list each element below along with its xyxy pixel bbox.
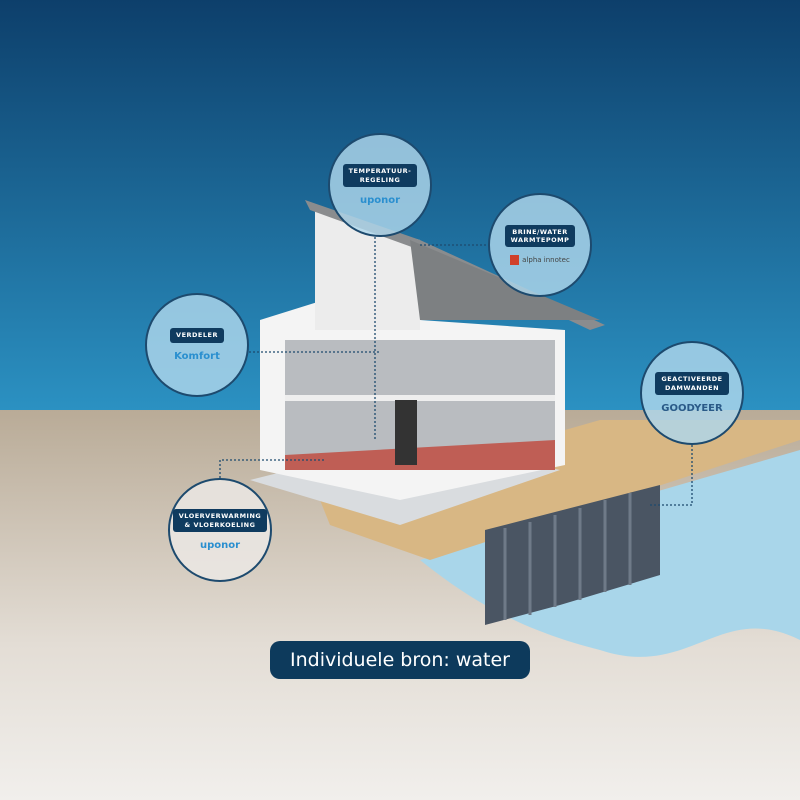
callout-temperatuurregeling[interactable]: TEMPERATUUR- REGELING uponor <box>328 133 432 237</box>
callout-label: GEACTIVEERDE DAMWANDEN <box>655 372 729 395</box>
house <box>250 200 605 525</box>
goodyeer-logo: GOODYEER <box>661 402 723 414</box>
callout-label: VLOERVERWARMING & VLOERKOELING <box>172 509 268 532</box>
komfort-logo: Komfort <box>174 350 220 362</box>
title-banner: Individuele bron: water <box>270 641 530 679</box>
callout-verdeler[interactable]: VERDELER Komfort <box>145 293 249 397</box>
alpha-logo-icon <box>510 255 520 266</box>
callout-label: BRINE/WATER WARMTEPOMP <box>504 224 576 248</box>
callout-warmtepomp[interactable]: BRINE/WATER WARMTEPOMP alpha innotec <box>488 193 592 297</box>
callout-vloerverwarming[interactable]: VLOERVERWARMING & VLOERKOELING uponor <box>168 478 272 582</box>
leader-lines <box>219 237 693 506</box>
sand-slab <box>320 420 800 560</box>
callout-label: TEMPERATUUR- REGELING <box>342 164 418 187</box>
callout-damwanden[interactable]: GEACTIVEERDE DAMWANDEN GOODYEER <box>640 341 744 445</box>
callout-label: VERDELER <box>170 328 224 343</box>
sheet-piles <box>485 485 660 625</box>
uponor-logo: uponor <box>359 194 401 206</box>
brand-text: alpha innotec <box>522 256 570 265</box>
alpha-innotec-logo: alpha innotec <box>510 255 570 266</box>
uponor-logo: uponor <box>199 539 241 551</box>
